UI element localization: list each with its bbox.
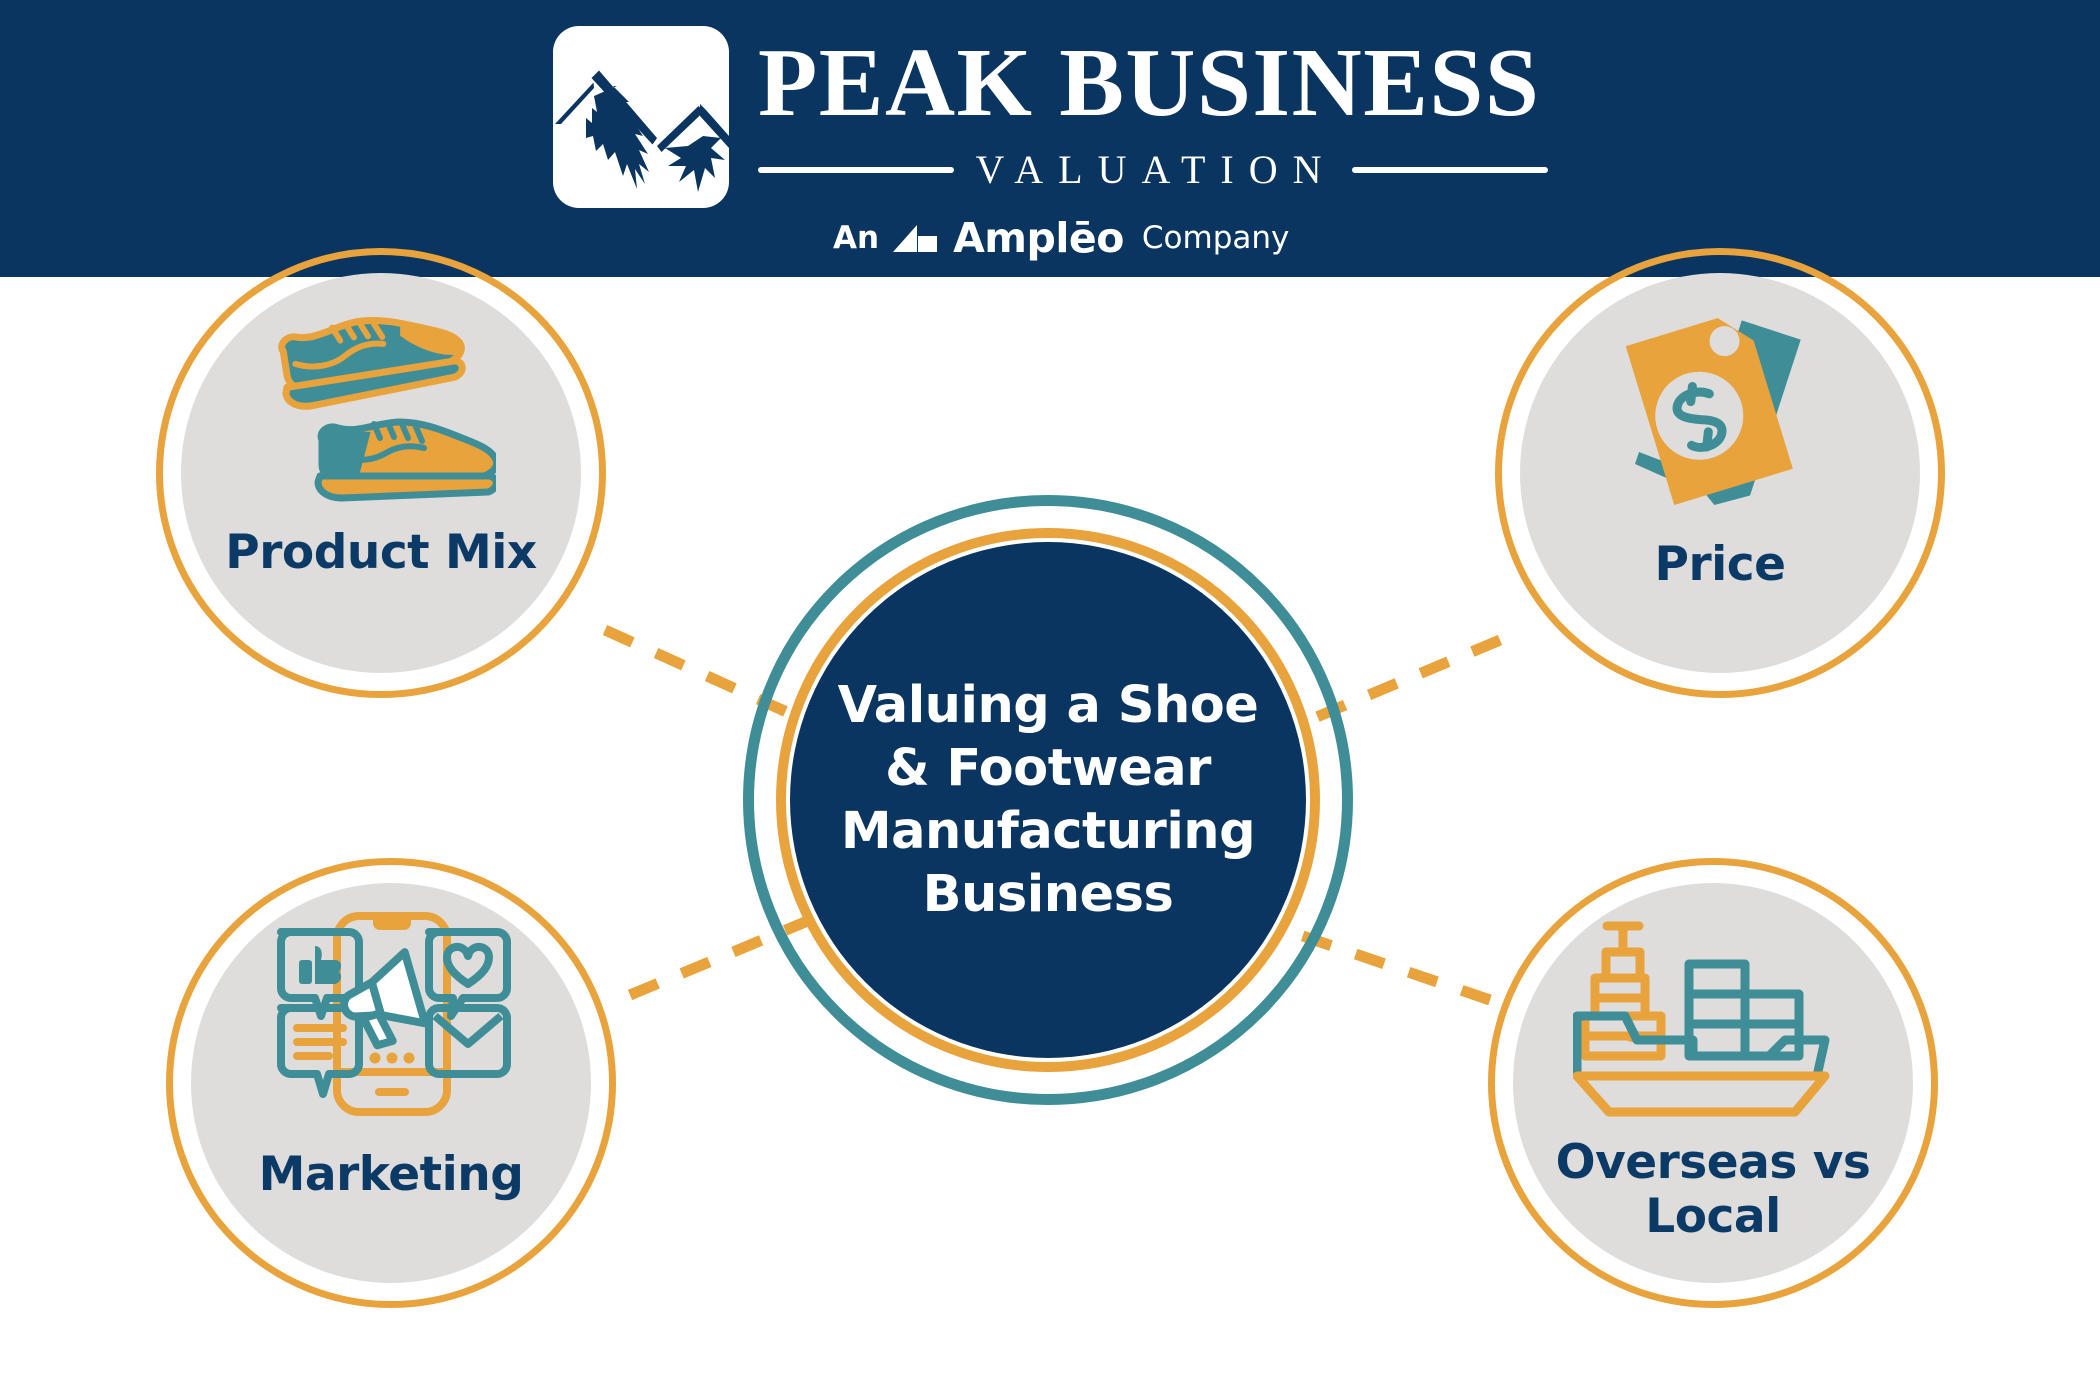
node-product-mix[interactable]: Product Mix (156, 248, 606, 698)
rule-left (758, 166, 954, 173)
node-label: Overseas vs Local (1555, 1135, 1871, 1244)
node-disc (191, 883, 591, 1283)
affiliation-company-name: Amplēo (953, 214, 1124, 262)
node-price[interactable]: Price (1495, 248, 1945, 698)
cargo-ship-icon (1573, 916, 1853, 1121)
page-title: Valuing a Shoe & Footwear Manufacturing … (790, 674, 1306, 926)
smartphone-social-megaphone-icon (271, 906, 511, 1131)
brand-name-secondary: VALUATION (975, 147, 1337, 192)
center-hub: Valuing a Shoe & Footwear Manufacturing … (743, 495, 1353, 1105)
hub-inner-ring (776, 528, 1320, 1072)
brand-name-secondary-row: VALUATION (758, 146, 1549, 193)
node-overseas[interactable]: Overseas vs Local (1488, 858, 1938, 1308)
affiliation-prefix: An (833, 220, 880, 256)
node-label: Product Mix (225, 525, 537, 580)
brand-wordmark: PEAK BUSINESS VALUATION (758, 32, 1578, 193)
shoes-icon (266, 300, 496, 515)
node-ring (1488, 858, 1938, 1308)
price-tag-dollar-icon (1595, 304, 1845, 524)
node-ring (166, 858, 616, 1308)
node-label: Price (1654, 537, 1786, 592)
brand-logo-group: PEAK BUSINESS VALUATION An Amplēo Compan… (553, 14, 1583, 264)
node-label: Marketing (258, 1147, 524, 1202)
header-bar: PEAK BUSINESS VALUATION An Amplēo Compan… (0, 0, 2100, 277)
rule-right (1352, 166, 1549, 173)
brand-name-primary: PEAK BUSINESS (758, 29, 1541, 136)
node-ring (156, 248, 606, 698)
hub-title-text: Valuing a Shoe & Footwear Manufacturing … (837, 676, 1259, 924)
affiliation-suffix: Company (1141, 220, 1290, 256)
ampleo-logo-icon (893, 223, 939, 253)
mountain-peak-icon (553, 26, 729, 208)
node-ring (1495, 248, 1945, 698)
node-marketing[interactable]: Marketing (166, 858, 616, 1308)
hub-outer-ring (743, 495, 1353, 1105)
hub-core: Valuing a Shoe & Footwear Manufacturing … (790, 542, 1306, 1058)
ampleo-affiliation: An Amplēo Company (833, 214, 1289, 262)
